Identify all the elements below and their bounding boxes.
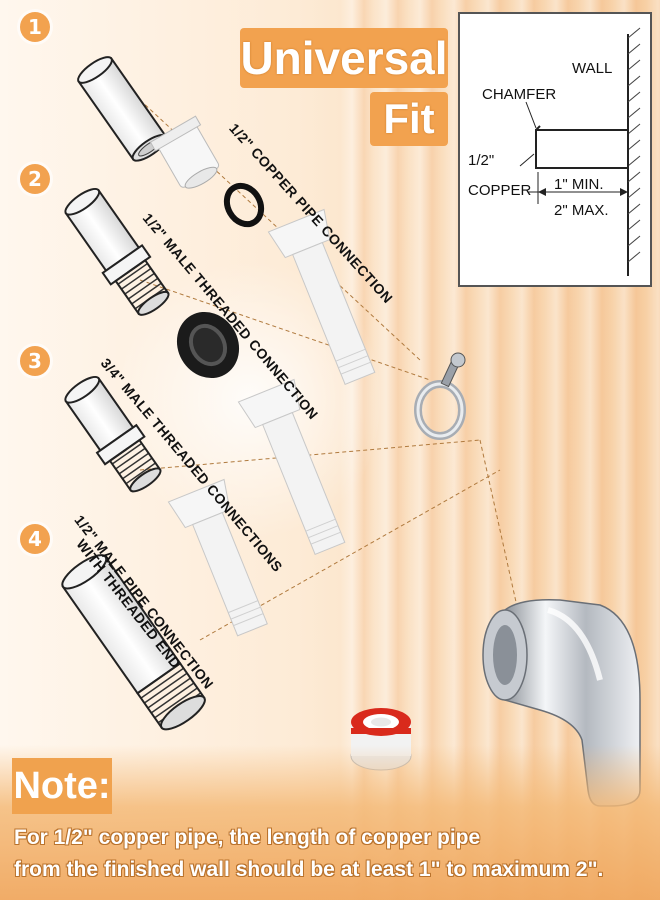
- wall-label: WALL: [572, 60, 613, 77]
- spout-adapter-middle: [237, 378, 346, 555]
- universal-fit-title: Universal Fit: [240, 28, 448, 148]
- step-number-1: 1: [20, 12, 50, 42]
- pipe-size-label: 1/2": [468, 152, 495, 169]
- spout-adapter-bottom: [167, 478, 268, 637]
- step-number-4: 4: [20, 524, 50, 554]
- note-title: Note:: [12, 758, 112, 814]
- long-pipe-4: [61, 554, 206, 731]
- o-ring: [223, 182, 265, 228]
- step-number-3: 3: [20, 346, 50, 376]
- title-line-1: Universal: [240, 28, 448, 88]
- spout-adapter-top: [267, 208, 376, 385]
- note-line-2: from the finished wall should be at leas…: [14, 858, 604, 881]
- chamfer-label: CHAMFER: [482, 86, 557, 103]
- copper-pipe-1: [77, 56, 168, 162]
- note-line-1: For 1/2" copper pipe, the length of copp…: [14, 826, 481, 849]
- dimension-diagram-panel: WALL CHAMFER 1/2" COPPER 1" MIN. 2" MAX.: [458, 12, 652, 287]
- threaded-pipe-3: [64, 375, 162, 493]
- step-number-2: 2: [20, 164, 50, 194]
- black-thread-adapter: [176, 311, 240, 379]
- title-line-2: Fit: [370, 92, 448, 146]
- min-length-label: 1" MIN.: [554, 176, 604, 193]
- clamp-ring: [414, 352, 466, 440]
- threaded-pipe-2: [64, 187, 170, 316]
- dimension-drawing: [519, 27, 641, 276]
- copper-label: COPPER: [468, 182, 532, 199]
- max-length-label: 2" MAX.: [554, 202, 609, 219]
- copper-adapter: [149, 115, 220, 189]
